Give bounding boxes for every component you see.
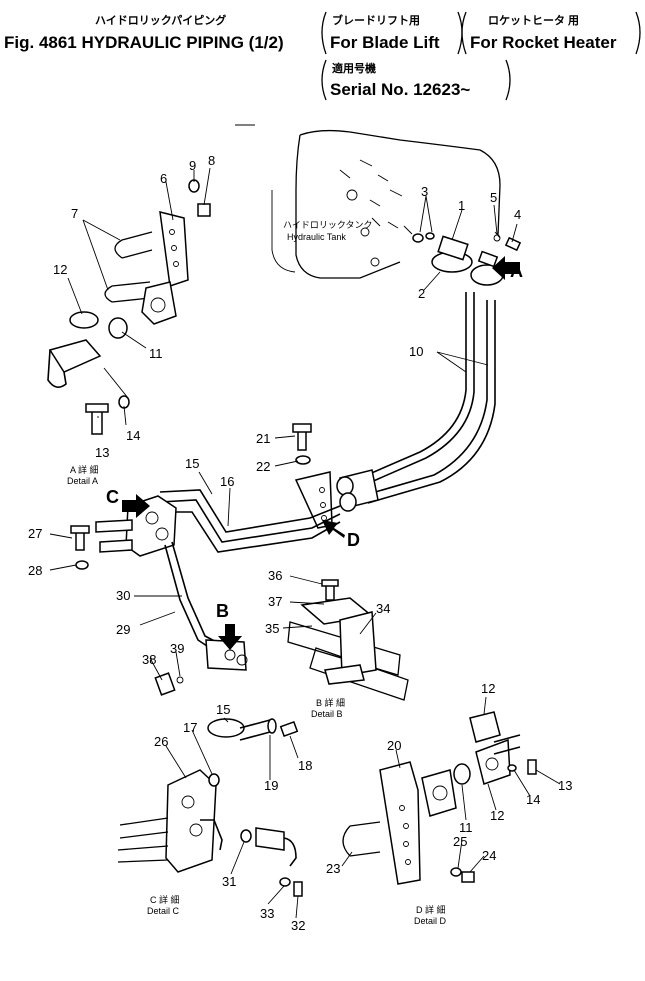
callout-34: 34 [376, 601, 390, 616]
pipes-15-16 [159, 489, 341, 553]
title: Fig. 4861 HYDRAULIC PIPING (1/2) [4, 33, 284, 52]
detail-c-jp: C 詳 細 [150, 894, 180, 905]
callout-21: 21 [256, 431, 270, 446]
detail-c: C 詳 細 Detail C [117, 718, 303, 916]
callout-7: 7 [71, 206, 78, 221]
callout-25: 25 [453, 834, 467, 849]
callout-31: 31 [222, 874, 236, 889]
callout-18: 18 [298, 758, 312, 773]
serial-jp: 適用号機 [332, 61, 376, 75]
bracket [505, 59, 511, 101]
callout-38: 38 [142, 652, 156, 667]
callout-14: 14 [126, 428, 140, 443]
bracket [321, 11, 327, 55]
blade-use: For Blade Lift [330, 33, 440, 52]
bracket [321, 59, 327, 101]
callout-28: 28 [28, 563, 42, 578]
callout-33: 33 [260, 906, 274, 921]
callout-20: 20 [387, 738, 401, 753]
callout-15: 15 [185, 456, 199, 471]
callout-37: 37 [268, 594, 282, 609]
callout-23: 23 [326, 861, 340, 876]
view-letter-a: A [510, 261, 523, 281]
callout-16: 16 [220, 474, 234, 489]
view-letters: A B C D [106, 261, 523, 621]
callout-32: 32 [291, 918, 305, 933]
bracket [461, 11, 467, 55]
detail-d: D 詳 細 Detail D [342, 711, 537, 926]
main-hoses [336, 292, 496, 512]
callout-4: 4 [514, 207, 521, 222]
detail-a: A 詳 細 Detail A [47, 179, 211, 486]
callout-17: 17 [183, 720, 197, 735]
detail-a-label: Detail A [67, 476, 98, 486]
callout-35: 35 [265, 621, 279, 636]
callout-14b: 14 [526, 792, 540, 807]
detail-b-jp: B 詳 細 [316, 697, 345, 708]
detail-a-jp: A 詳 細 [70, 464, 99, 475]
callout-26: 26 [154, 734, 168, 749]
header: ハイドロリックパイピング Fig. 4861 HYDRAULIC PIPING … [4, 11, 641, 101]
callout-27: 27 [28, 526, 42, 541]
callout-5: 5 [490, 190, 497, 205]
callout-11b: 11 [459, 820, 473, 835]
detail-d-jp: D 詳 細 [416, 904, 446, 915]
callout-36: 36 [268, 568, 282, 583]
callout-1: 1 [458, 198, 465, 213]
callout-10: 10 [409, 344, 423, 359]
callout-9: 9 [189, 158, 196, 173]
callout-29: 29 [116, 622, 130, 637]
callout-13: 13 [95, 445, 109, 460]
callout-24: 24 [482, 848, 496, 863]
callout-2: 2 [418, 286, 425, 301]
detail-d-label: Detail D [414, 916, 447, 926]
callout-13b: 13 [558, 778, 572, 793]
callout-19: 19 [264, 778, 278, 793]
callout-8: 8 [208, 153, 215, 168]
view-arrows [122, 256, 520, 650]
view-letter-b: B [216, 601, 229, 621]
detail-b: B 詳 細 Detail B [287, 579, 409, 719]
callout-12: 12 [53, 262, 67, 277]
leader-lines [49, 167, 561, 919]
callout-39: 39 [170, 641, 184, 656]
bracket [635, 11, 641, 55]
tank-label: Hydraulic Tank [287, 232, 346, 242]
callout-12b: 12 [481, 681, 495, 696]
rocket-use: For Rocket Heater [470, 33, 617, 52]
rocket-jp: ロケットヒータ 用 [488, 14, 579, 27]
callout-12c: 12 [490, 808, 504, 823]
blade-jp: ブレードリフト用 [332, 13, 420, 27]
callout-15b: 15 [216, 702, 230, 717]
tank-label-jp: ハイドロリックタンク [283, 220, 372, 230]
view-letter-c: C [106, 487, 119, 507]
view-letter-d: D [347, 530, 360, 550]
callout-6: 6 [160, 171, 167, 186]
hydraulic-tank: ハイドロリックタンク Hydraulic Tank [235, 124, 501, 279]
pipes-29-30 [154, 541, 248, 696]
callout-22: 22 [256, 459, 270, 474]
detail-b-label: Detail B [311, 709, 343, 719]
detail-c-label: Detail C [147, 906, 180, 916]
bracket-d [292, 423, 333, 529]
callout-numbers: 1 2 3 4 5 6 7 8 9 10 11 12 13 14 15 16 1… [28, 153, 572, 933]
callout-3: 3 [421, 184, 428, 199]
serial-number: Serial No. 12623~ [330, 80, 470, 99]
callout-11: 11 [149, 346, 163, 361]
title-jp: ハイドロリックパイピング [95, 13, 226, 27]
callout-30: 30 [116, 588, 130, 603]
